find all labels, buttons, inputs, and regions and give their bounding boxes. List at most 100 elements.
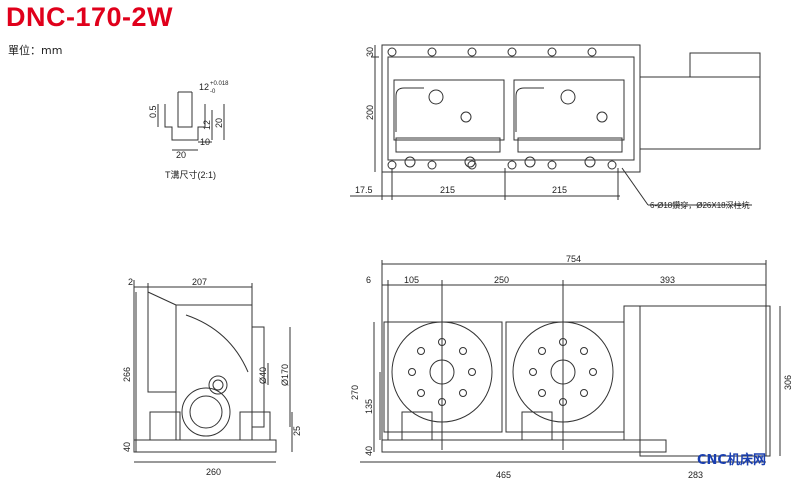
leader-line <box>621 167 649 206</box>
side-dim-207: 207 <box>192 277 207 287</box>
top-base-outline <box>381 44 641 173</box>
bolt-hole <box>580 347 588 355</box>
front-foot-left <box>401 411 433 441</box>
front-dim-393: 393 <box>660 275 675 285</box>
side-base <box>133 439 277 453</box>
top-dim-17-5: 17.5 <box>355 185 373 195</box>
side-dim-25: 25 <box>292 426 302 436</box>
front-dim-40: 40 <box>364 446 374 456</box>
side-dim-40: 40 <box>122 442 132 452</box>
top-base-inner <box>387 56 635 161</box>
front-view: 754 6 105 250 393 270 135 40 306 465 283 <box>350 254 793 480</box>
tslot-dim-tol-plus: +0.018 <box>210 81 229 87</box>
side-table-wedge <box>147 291 177 393</box>
front-base <box>381 439 667 453</box>
side-dim-2: 2 <box>128 277 133 287</box>
mount-hole <box>507 47 517 57</box>
side-dim-260: 260 <box>206 467 221 477</box>
front-dim-6: 6 <box>366 275 371 285</box>
bolt-hole <box>468 368 476 376</box>
side-knob-inner <box>212 379 224 391</box>
tslot-inner <box>177 104 193 128</box>
tslot-dim-tol-minus: -0 <box>210 89 216 95</box>
bolt-hole <box>580 389 588 397</box>
front-dim-105: 105 <box>404 275 419 285</box>
mount-hole <box>387 47 397 57</box>
strip-hole <box>584 156 596 168</box>
strip-hole <box>464 156 476 168</box>
mount-hole <box>387 160 397 170</box>
bolt-hole <box>459 389 467 397</box>
side-dim-40-dia: Ø40 <box>258 367 268 384</box>
front-dim-754: 754 <box>566 254 581 264</box>
page-title: DNC-170-2W <box>6 2 174 32</box>
mount-hole <box>547 160 557 170</box>
mount-hole <box>507 160 517 170</box>
tslot-dim-10: 10 <box>200 137 210 147</box>
handle-right <box>515 87 544 132</box>
top-table-right <box>513 79 625 141</box>
tslot-detail: 12 +0.018 -0 0.5 12 20 20 10 T溝尺寸(2:1) <box>148 81 229 180</box>
front-motor <box>639 305 767 457</box>
mount-hole <box>547 47 557 57</box>
bolt-hole <box>538 389 546 397</box>
watermark-text: CNC机床网 <box>697 453 766 468</box>
bolt-hole <box>417 347 425 355</box>
mount-hole <box>607 160 617 170</box>
strip-hole <box>524 156 536 168</box>
unit-label: 單位：mm <box>8 44 63 57</box>
mount-hole <box>467 47 477 57</box>
side-arc <box>185 314 249 373</box>
top-dim-200: 200 <box>365 105 375 120</box>
bolt-hole <box>538 347 546 355</box>
mount-hole <box>587 47 597 57</box>
bolt-hole <box>529 368 537 376</box>
top-dim-215-b: 215 <box>552 185 567 195</box>
tslot-dim-12-tol: 12 <box>199 82 209 92</box>
clamp-left <box>460 111 472 123</box>
mount-hole <box>427 160 437 170</box>
side-view: 2 207 266 Ø40 Ø170 40 25 260 <box>122 277 302 477</box>
tslot-dim-12: 12 <box>202 120 212 130</box>
side-dim-266: 266 <box>122 367 132 382</box>
top-dim-215-a: 215 <box>440 185 455 195</box>
tslot-dim-05: 0.5 <box>148 105 158 118</box>
front-motor-strip <box>765 305 771 457</box>
front-foot-right <box>521 411 553 441</box>
front-dim-270: 270 <box>350 385 360 400</box>
top-table-left <box>393 79 505 141</box>
side-knob <box>208 375 228 395</box>
front-dim-135: 135 <box>364 399 374 414</box>
tslot-dim-20v: 20 <box>214 118 224 128</box>
mount-hole <box>467 160 477 170</box>
tslot-dim-20h: 20 <box>176 150 186 160</box>
side-housing <box>175 304 253 441</box>
bolt-hole <box>589 368 597 376</box>
strip-hole <box>404 156 416 168</box>
side-motor-inner <box>189 395 223 429</box>
clamp-strip-left <box>395 137 501 153</box>
front-dim-306: 306 <box>783 375 793 390</box>
bolt-hole <box>459 347 467 355</box>
side-face-plate <box>251 326 265 428</box>
spindle-left <box>428 89 444 105</box>
tslot-profile <box>164 104 206 141</box>
handle-left <box>395 87 424 132</box>
side-motor-circle <box>181 387 231 437</box>
side-dim-170-dia: Ø170 <box>280 364 290 386</box>
top-dim-30: 30 <box>365 47 375 57</box>
side-foot-left <box>149 411 181 441</box>
front-dim-465: 465 <box>496 470 511 480</box>
bolt-hole <box>417 389 425 397</box>
front-dim-283: 283 <box>688 470 703 480</box>
front-body-right <box>505 321 625 433</box>
top-motor-cap <box>689 52 761 78</box>
hole-note: 6-Ø18鑽穿，Ø26X18深柱坑 <box>650 200 750 210</box>
side-foot-right <box>239 411 271 441</box>
front-flange <box>623 305 641 441</box>
mount-hole <box>427 47 437 57</box>
clamp-right <box>596 111 608 123</box>
top-view: 30 200 17.5 215 215 6-Ø18鑽穿，Ø26X18深柱坑 <box>350 44 761 210</box>
bolt-hole <box>408 368 416 376</box>
